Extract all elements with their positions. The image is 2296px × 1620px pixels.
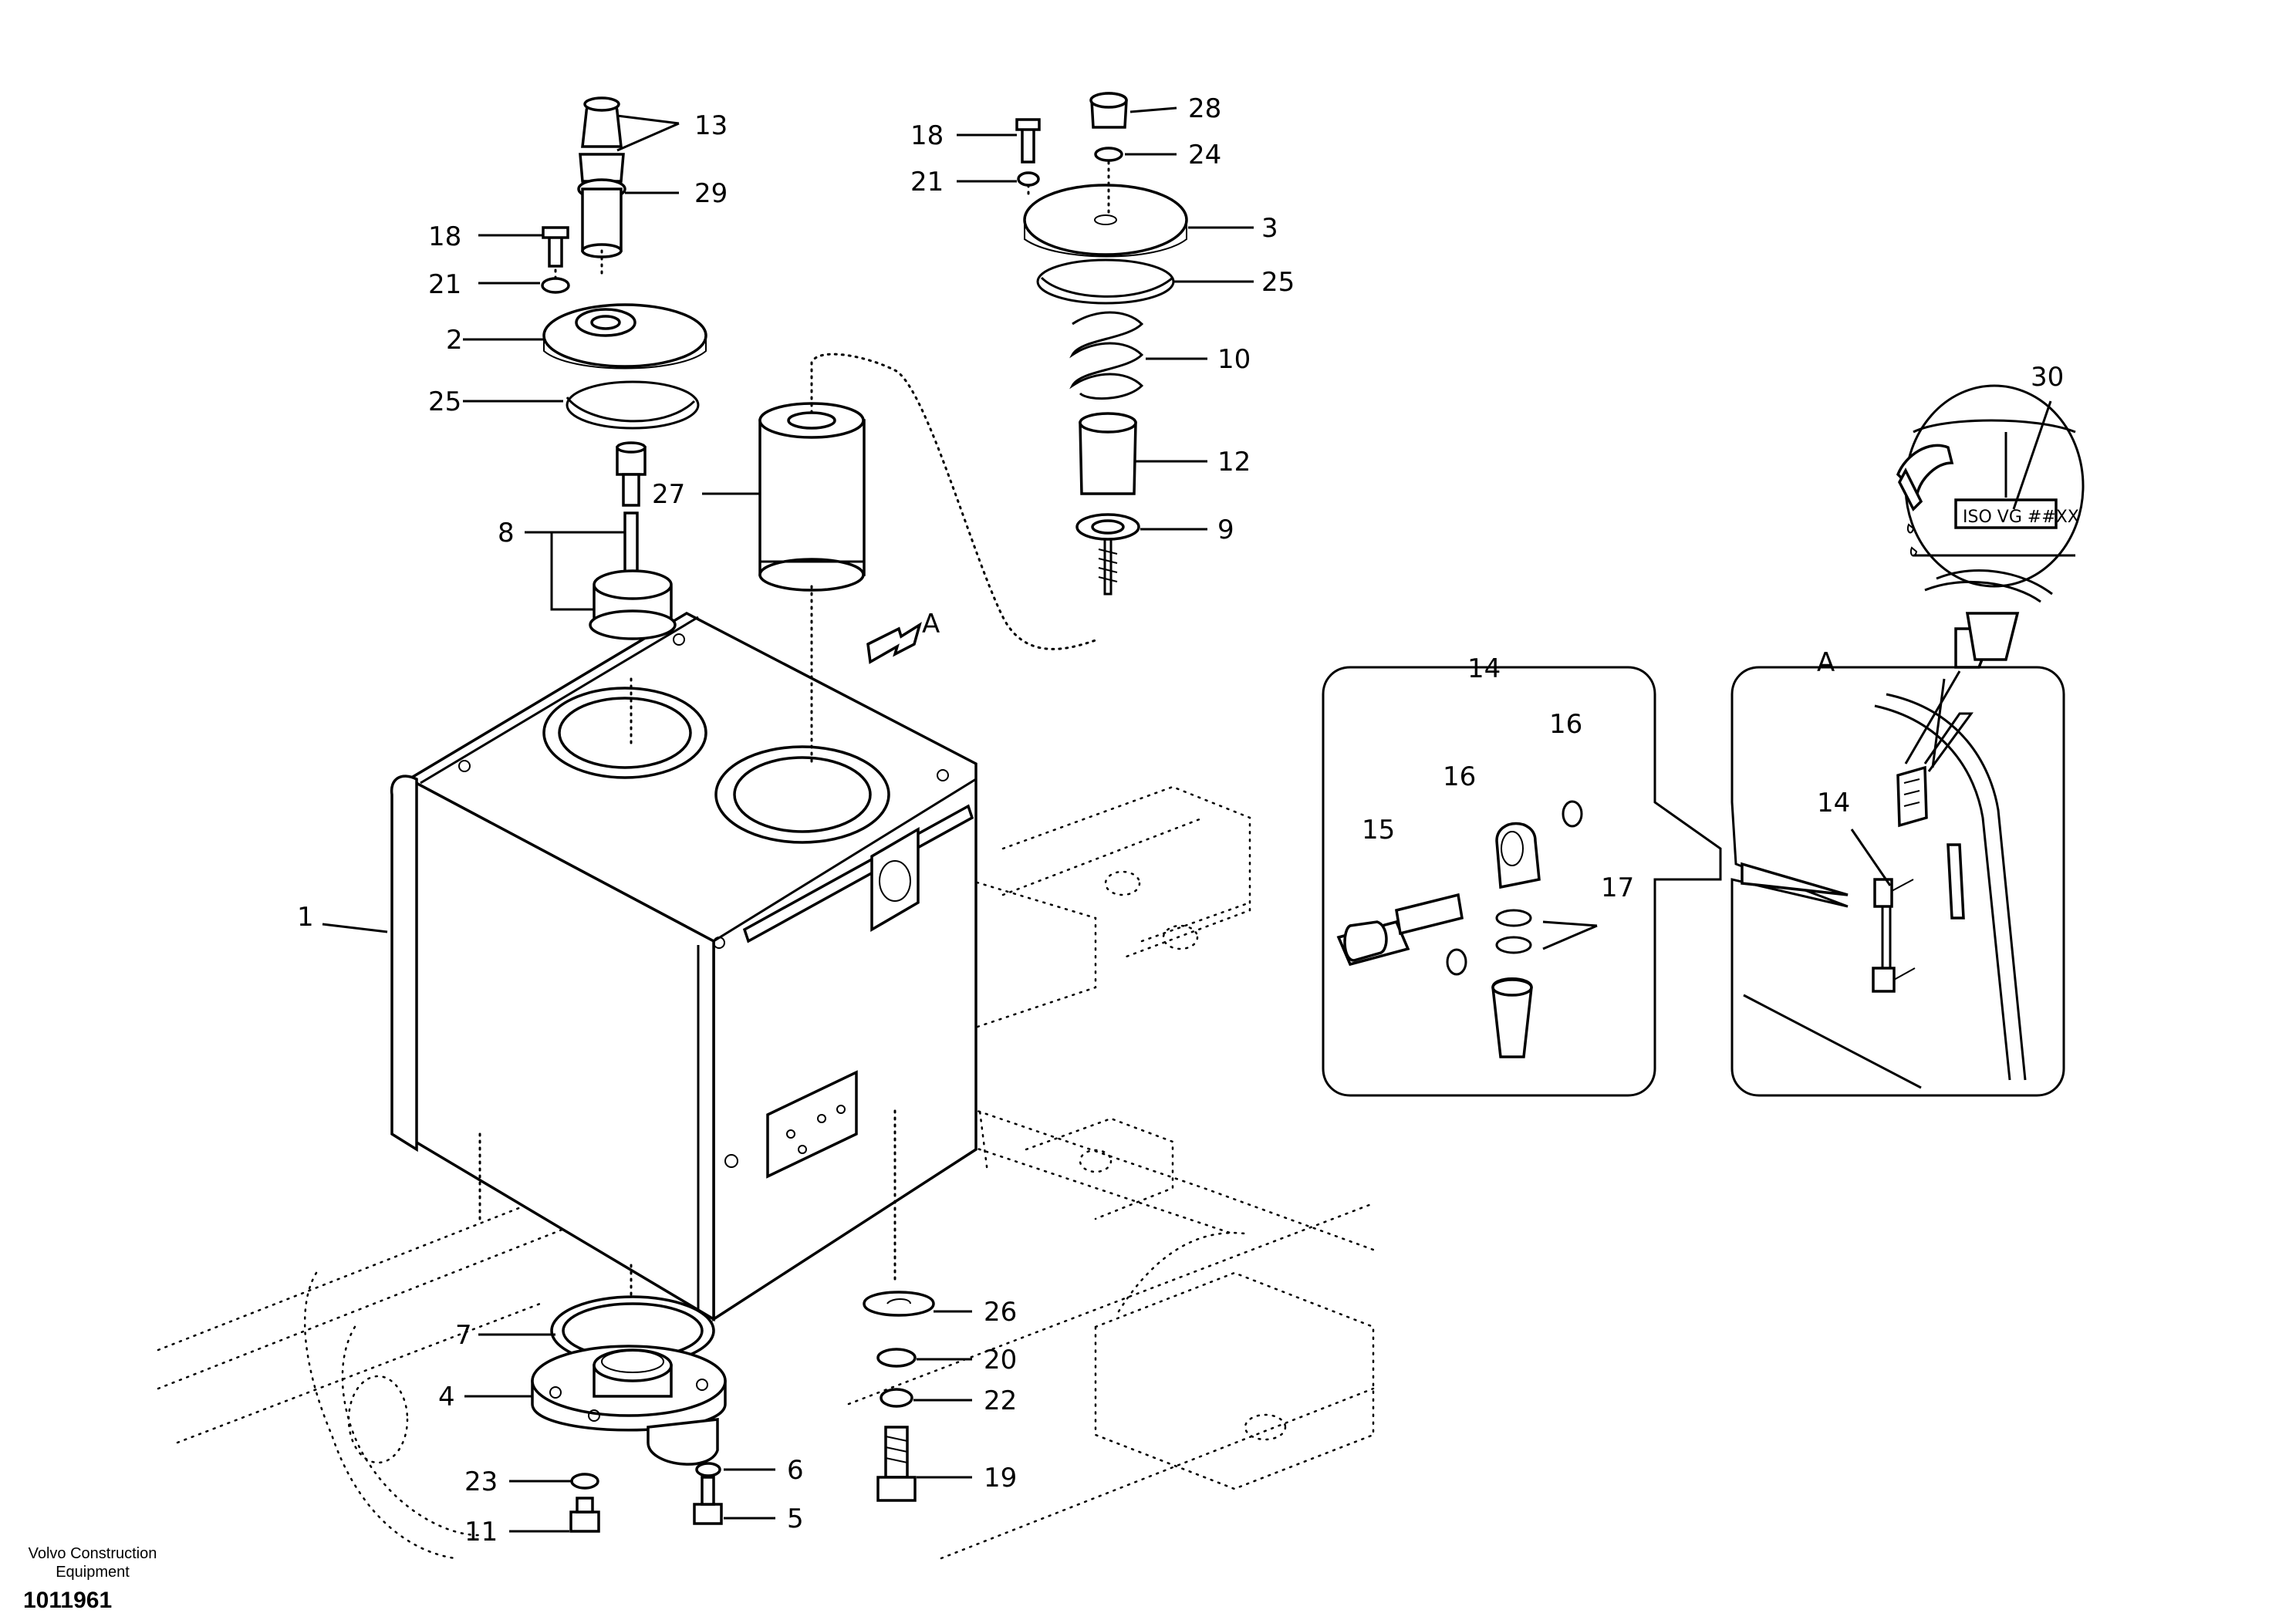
callout-14: 14: [1817, 788, 1850, 818]
callout-23: 23: [464, 1466, 498, 1497]
callout-25: 25: [1261, 267, 1295, 298]
callout-9: 9: [1217, 515, 1234, 545]
callout-17: 17: [1601, 872, 1634, 903]
upper-frame-outline: [157, 785, 1375, 1560]
callout-29: 29: [694, 178, 728, 209]
callout-10: 10: [1217, 344, 1251, 375]
manufacturer-line-1: Volvo Construction: [28, 1545, 157, 1562]
callout-7: 7: [455, 1320, 472, 1351]
detail-A-title: A: [1817, 647, 1835, 678]
filter-element: [758, 353, 1097, 765]
callout-15: 15: [1362, 815, 1395, 845]
detail-A-panel: [1730, 627, 2065, 1097]
callout-4: 4: [438, 1382, 455, 1412]
callout-labels: 13 29 18 21 2 25 8 27 18 21 28 24 3 25 1…: [297, 93, 2079, 1547]
callout-19: 19: [984, 1463, 1017, 1493]
callout-20: 20: [984, 1345, 1017, 1375]
callout-1: 1: [297, 902, 314, 933]
callout-16: 16: [1443, 761, 1476, 792]
detail-14-title: 14: [1467, 653, 1501, 684]
callout-5: 5: [787, 1504, 804, 1534]
suction-strainer-stack: [1015, 92, 1188, 596]
callout-21: 21: [910, 167, 944, 197]
callout-21: 21: [428, 269, 461, 300]
callout-16: 16: [1549, 709, 1582, 740]
callout-3: 3: [1261, 213, 1278, 244]
view-arrow: [866, 622, 922, 664]
callout-24: 24: [1188, 140, 1221, 170]
callout-view-A: A: [922, 609, 940, 640]
callout-18: 18: [428, 221, 461, 252]
oil-grade-decal-callout: [1896, 384, 2085, 661]
return-filter-stack: [541, 96, 707, 750]
callout-25: 25: [428, 386, 461, 417]
callout-28: 28: [1188, 93, 1221, 124]
drawing-number: 1011961: [23, 1588, 113, 1613]
leader-lines: [322, 106, 2052, 1533]
callout-26: 26: [984, 1297, 1017, 1328]
drain-and-mounting-parts: [478, 1109, 935, 1533]
callout-30: 30: [2031, 362, 2064, 393]
callout-18: 18: [910, 120, 944, 151]
manufacturer-line-2: Equipment: [56, 1564, 130, 1581]
callout-2: 2: [446, 325, 463, 356]
callout-22: 22: [984, 1385, 1017, 1416]
detail-14-panel: [1322, 666, 1722, 1097]
hydraulic-tank: [390, 611, 977, 1322]
callout-8: 8: [498, 518, 515, 548]
callout-13: 13: [694, 110, 728, 141]
callout-12: 12: [1217, 447, 1251, 478]
callout-11: 11: [464, 1517, 498, 1547]
manufacturer-label: Volvo Construction Equipment: [8, 1544, 177, 1581]
oil-grade-decal-text: ISO VG ##XX: [1963, 508, 2079, 527]
callout-6: 6: [787, 1455, 804, 1486]
callout-27: 27: [652, 479, 685, 510]
